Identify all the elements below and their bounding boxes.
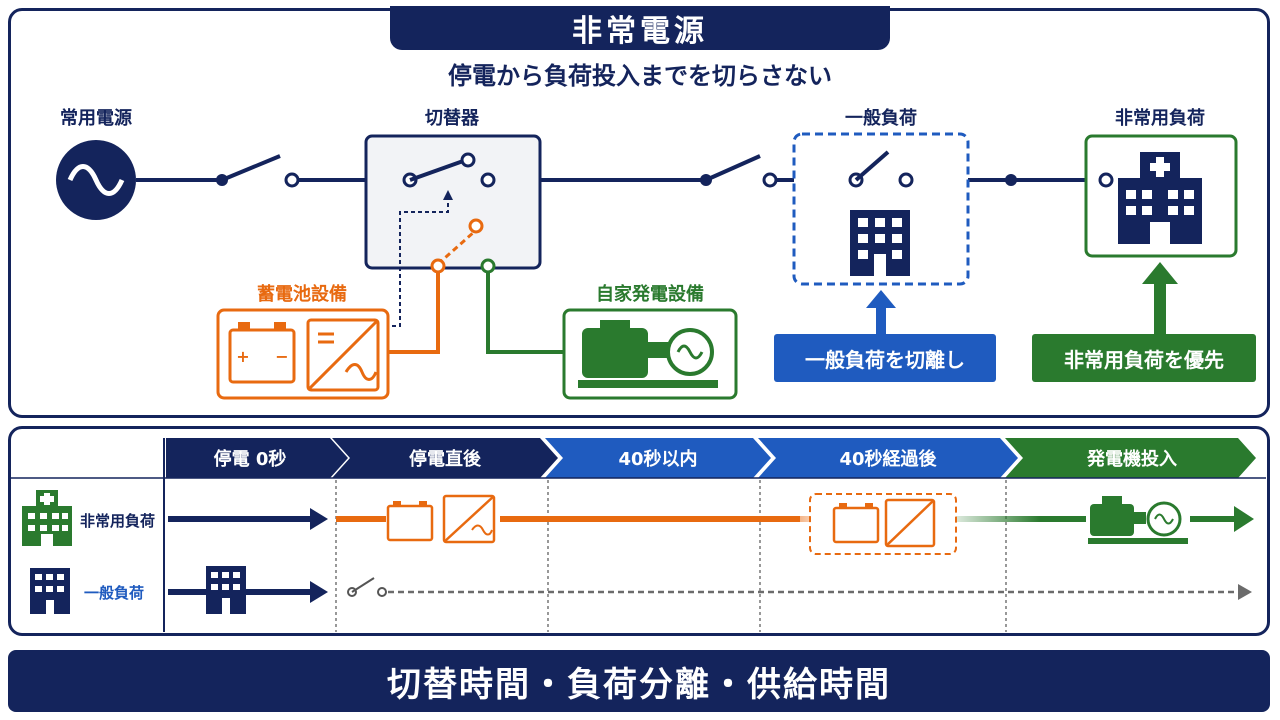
page-title: 非常電源 <box>390 6 890 50</box>
hospital-icon <box>1118 152 1202 244</box>
phase-label-0: 停電 0秒 <box>214 448 287 470</box>
battery-equipment: + − <box>216 308 390 400</box>
junction-dot <box>1005 174 1017 186</box>
main-breaker-icon <box>216 154 300 188</box>
phase-generator <box>1005 438 1256 478</box>
phase-after-40s <box>758 438 1018 478</box>
load-breaker-icon <box>700 154 778 188</box>
svg-text:+: + <box>236 347 249 366</box>
phase-label-3: 40秒経過後 <box>839 448 937 470</box>
timeline-hospital-icon <box>22 490 72 546</box>
timeline-open-switch-icon <box>347 577 387 597</box>
phase-dividers <box>335 480 1007 632</box>
transfer-switch-label: 切替器 <box>425 108 479 129</box>
timeline-phase-bar: 停電 0秒 停電直後 40秒以内 40秒経過後 発電機投入 <box>166 438 1256 478</box>
generator-equipment <box>562 308 738 400</box>
page-subtitle: 停電から負荷投入までを切らさない <box>448 62 832 90</box>
prioritize-emergency-load-callout: 非常用負荷を優先 <box>1032 334 1256 382</box>
phase-label-1: 停電直後 <box>409 448 482 470</box>
prioritize-arrow-icon <box>1142 262 1178 334</box>
row-label-general: 一般負荷 <box>84 584 144 602</box>
ac-source-icon <box>56 140 136 220</box>
general-load-building-icon <box>850 210 910 276</box>
timeline-building-icon <box>30 568 70 614</box>
transfer-switch-box <box>364 134 542 327</box>
svg-text:−: − <box>275 347 288 366</box>
timeline-battery-fading-icon <box>809 493 957 555</box>
disconnect-arrow-icon <box>866 290 896 334</box>
row-label-emergency: 非常用負荷 <box>80 512 155 530</box>
battery-label: 蓄電池設備 <box>257 284 347 305</box>
general-load-label: 一般負荷 <box>845 108 917 129</box>
emergency-load-label: 非常用負荷 <box>1115 108 1205 129</box>
phase-label-2: 40秒以内 <box>618 448 697 470</box>
generator-label: 自家発電設備 <box>596 284 704 305</box>
phase-immediately-after <box>332 438 558 478</box>
footer-banner: 切替時間・負荷分離・供給時間 <box>8 650 1270 712</box>
commercial-power-label: 常用電源 <box>60 108 132 129</box>
generator-feed-line <box>486 272 564 354</box>
timeline-battery-icon <box>386 494 500 544</box>
disconnect-general-load-callout: 一般負荷を切離し <box>774 334 996 382</box>
battery-feed-line <box>388 272 440 354</box>
phase-label-4: 発電機投入 <box>1086 448 1177 470</box>
phase-within-40s <box>545 438 771 478</box>
timeline-general-building-icon <box>206 566 246 614</box>
timeline-generator-icon <box>1086 494 1190 548</box>
phase-0s <box>166 438 348 478</box>
general-load-box <box>792 132 970 286</box>
